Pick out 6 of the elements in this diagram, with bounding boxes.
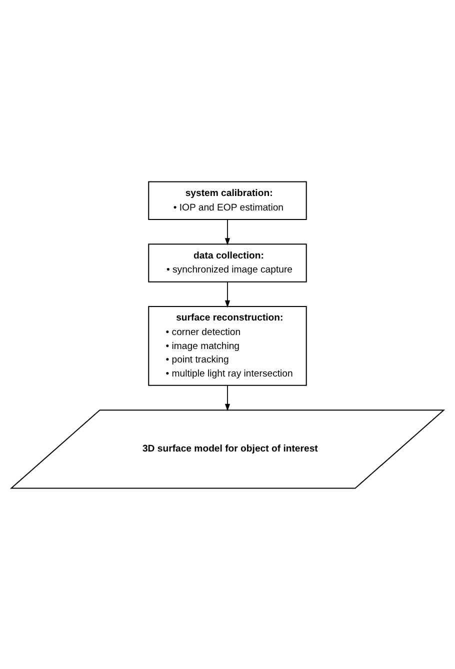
node-box: surface reconstruction: • corner detection • image matching • point tracking • multiple light ray intersection (148, 306, 307, 386)
node-box: system calibration: • IOP and EOP estimation (148, 180, 307, 220)
node-box: data collection: • synchronized image capture (148, 243, 307, 282)
arrow (224, 218, 230, 245)
arrow (224, 281, 230, 308)
arrow (224, 384, 230, 411)
